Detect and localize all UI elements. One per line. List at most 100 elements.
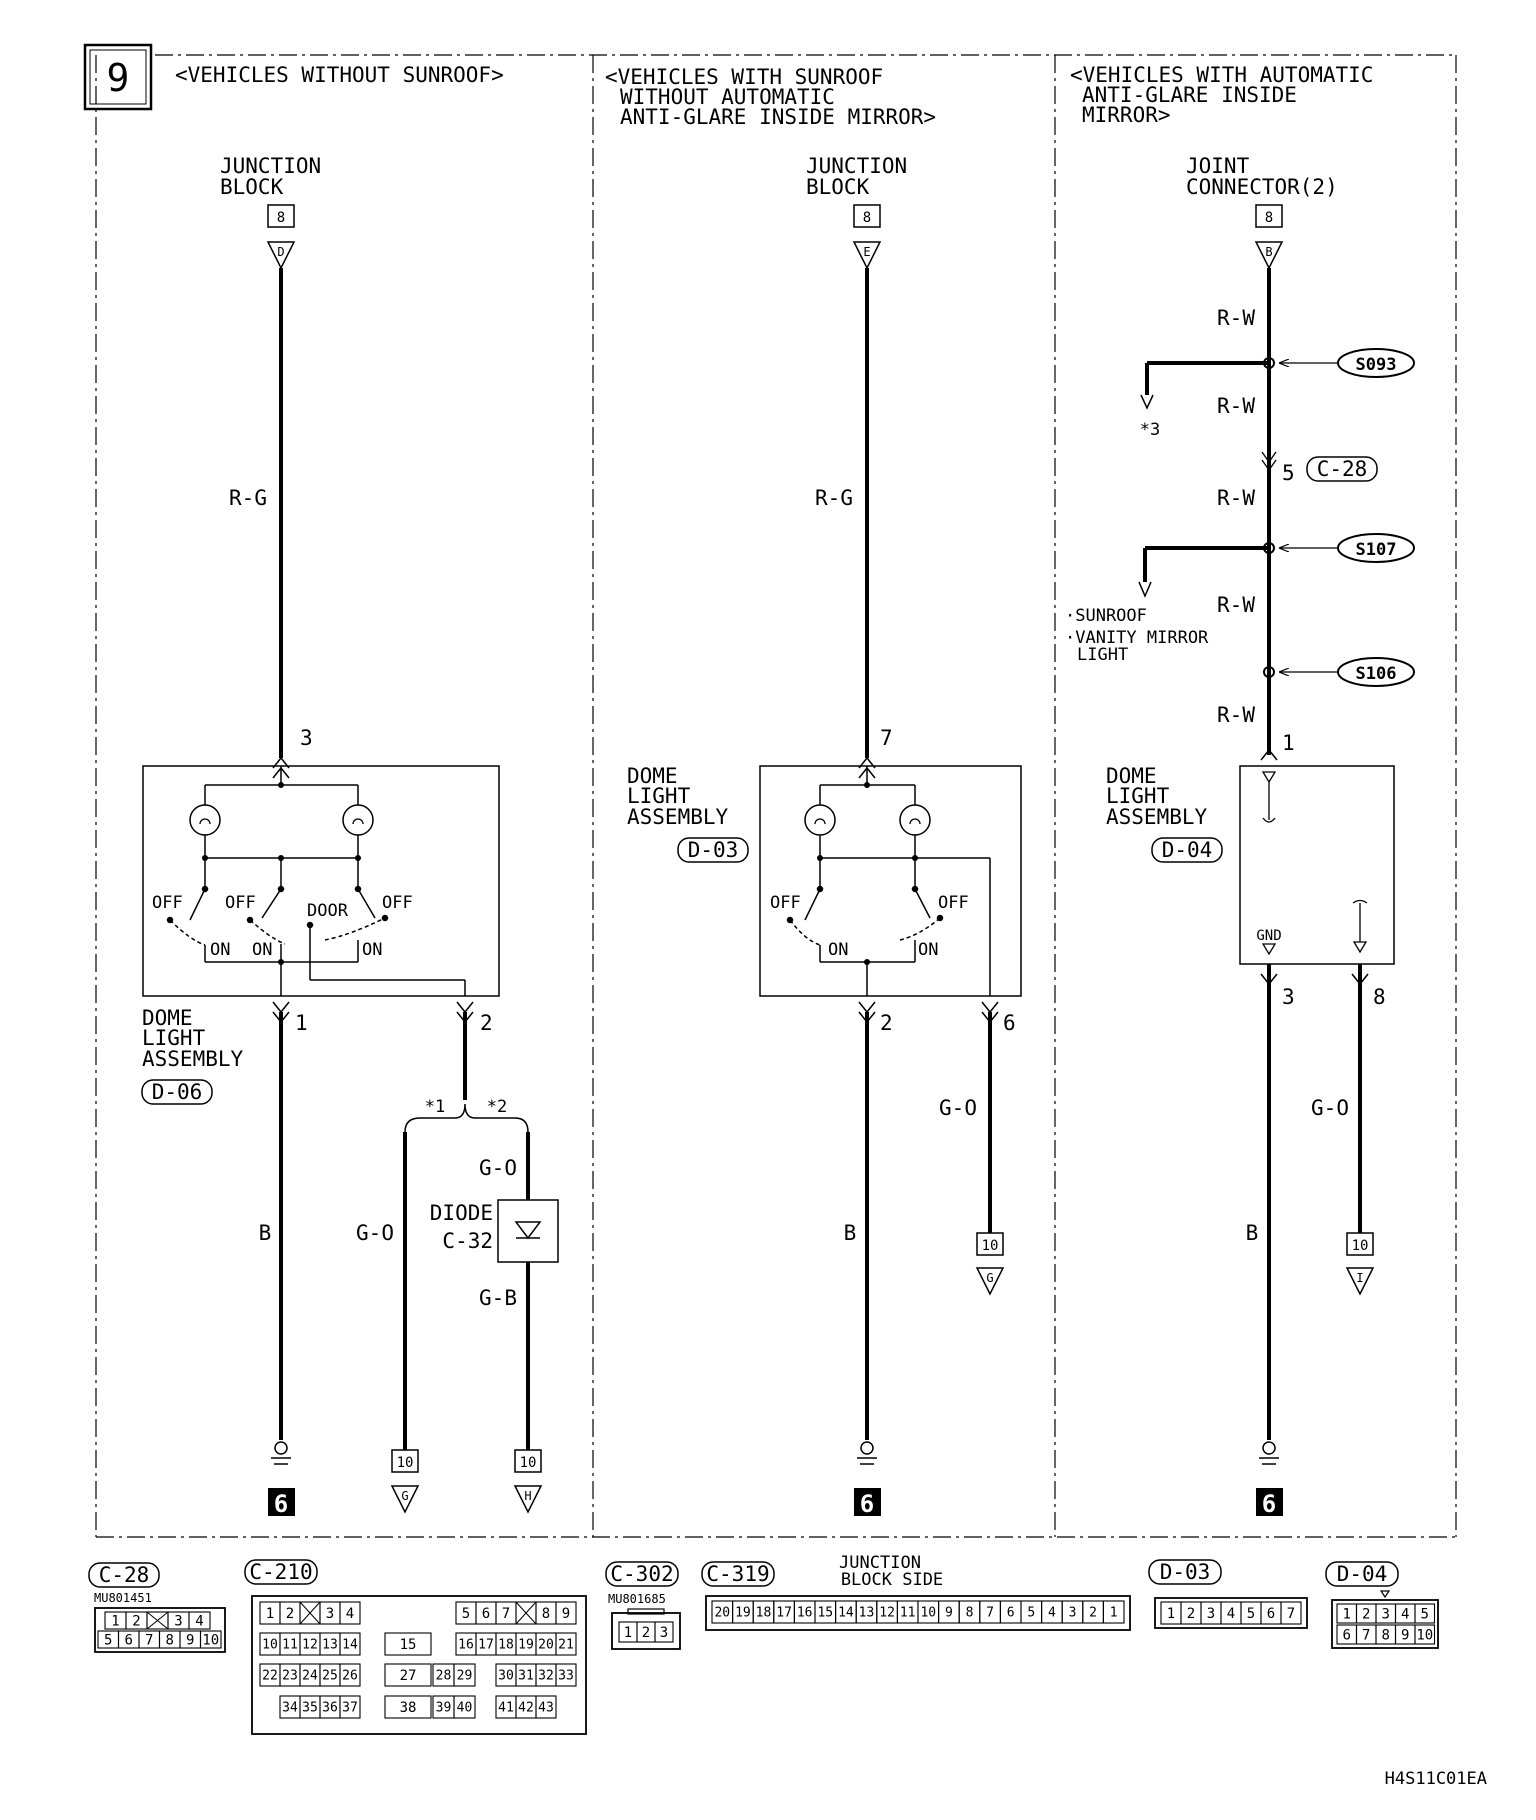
s3-branch-2-line1: ·SUNROOF [1065,606,1147,626]
c319-pin: 20 [714,1606,730,1621]
s3-out-pin-gnd: 3 [1282,985,1295,1009]
s3-source-name-1: JOINT [1186,154,1250,178]
c28-pin: 1 [111,1614,119,1630]
s1-assembly-code: D-06 [152,1080,203,1104]
c28-pin: 9 [186,1633,194,1649]
s2-label-on-1: ON [828,940,848,960]
c210-pin: 17 [478,1638,494,1653]
c319-pin: 18 [756,1606,772,1621]
s1-lamp-right [342,804,374,836]
c28-pin: 4 [195,1614,203,1630]
c210-pin: 25 [322,1669,338,1684]
c210-code: C-210 [249,1560,312,1584]
section-with-anti-glare: <VEHICLES WITH AUTOMATIC ANTI-GLARE INSI… [1065,63,1415,1518]
d03-pin: 5 [1247,1606,1255,1622]
s2-ground-number: 6 [860,1490,874,1518]
c210-pin: 14 [342,1638,358,1653]
s3-in-pin: 1 [1282,731,1295,755]
c210-pin: 6 [482,1606,490,1622]
c210-cell [555,1601,577,1625]
c210-pin: 9 [562,1606,570,1622]
c28-pin: 2 [132,1614,140,1630]
c210-cell [453,1695,476,1719]
s3-wire-label-2: R-W [1217,394,1255,418]
s1-conn-left-letter: G [401,1489,408,1503]
d03-pin: 2 [1187,1606,1195,1622]
s3-assembly-name-3: ASSEMBLY [1106,805,1208,829]
s3-wire-label-4: R-W [1217,593,1255,617]
c210-pin: 7 [502,1606,510,1622]
s2-source-name-1: JUNCTION [806,154,907,178]
section-2-title-2: WITHOUT AUTOMATIC [620,85,835,109]
s2-wire-go-label: G-O [939,1096,977,1120]
s2-label-off-2: OFF [938,893,969,913]
d04-pin: 3 [1382,1607,1390,1623]
s2-wire-b-label: B [844,1221,857,1245]
c210-pin: 2 [286,1606,294,1622]
c210-pin: 28 [436,1669,452,1684]
d04-pin: 4 [1401,1607,1409,1623]
d03-pin: 1 [1167,1606,1175,1622]
s1-switches [166,885,466,996]
s3-wire-label-5: R-W [1217,703,1255,727]
s1-wire-rg-label: R-G [229,486,267,510]
c319-label-2: BLOCK SIDE [841,1570,943,1590]
s3-wire-b-label: B [1246,1221,1259,1245]
s1-assembly-name-2: LIGHT [142,1026,206,1050]
s3-source-pin: 8 [1265,210,1273,226]
c210-pin: 39 [436,1701,452,1716]
c210-empty-cavity [299,1601,321,1625]
s2-label-off-1: OFF [770,893,801,913]
c28-pin: 10 [202,1633,219,1649]
c210-cell [339,1663,361,1687]
s3-conn-pin: 10 [1352,1238,1369,1254]
c319-pin: 12 [879,1606,895,1621]
d03-pin: 3 [1207,1606,1215,1622]
c210-pin: 37 [342,1701,358,1716]
s2-switches [786,885,944,996]
s1-source-letter: D [277,245,284,259]
s2-out-pin-sig: 6 [1003,1011,1016,1035]
c210-pin: 24 [302,1669,318,1684]
s2-assembly-name-3: ASSEMBLY [627,805,729,829]
s2-source-pin: 8 [863,210,871,226]
c28-pin: 5 [104,1633,112,1649]
diagram-frame [95,54,1457,1538]
c210-pin: 5 [462,1606,470,1622]
splice-s093: S093 [1356,355,1397,375]
s2-assembly-code: D-03 [688,838,739,862]
s2-assembly-name-1: DOME [627,764,678,788]
c210-pin: 30 [498,1669,514,1684]
c319-pin: 15 [817,1606,833,1621]
section-3-title-3: MIRROR> [1082,103,1171,127]
s1-conn-right-pin: 10 [520,1455,537,1471]
s1-wire-b-label: B [259,1221,272,1245]
s1-source-name-line2: BLOCK [220,175,284,199]
s1-label-on-2: ON [252,940,272,960]
s2-assembly-name-2: LIGHT [627,784,691,808]
s1-star-1: *1 [425,1097,445,1117]
s1-label-off-1: OFF [152,893,183,913]
s2-lamp-left [804,804,836,836]
c210-pin: 32 [538,1669,554,1684]
s1-conn-left-pin: 10 [397,1455,414,1471]
s1-source-pin: 8 [277,210,285,226]
s2-conn-pin: 10 [982,1238,999,1254]
c210-pin: 42 [518,1701,534,1716]
s1-connector-triangle [266,241,296,270]
s1-label-door: DOOR [307,901,349,921]
c210-pin: 34 [282,1701,298,1716]
c319-pin: 13 [859,1606,875,1621]
c319-pin: 19 [735,1606,751,1621]
c210-pin: 11 [282,1638,298,1653]
s1-ground-box [268,1488,295,1516]
c319-pin: 14 [838,1606,854,1621]
